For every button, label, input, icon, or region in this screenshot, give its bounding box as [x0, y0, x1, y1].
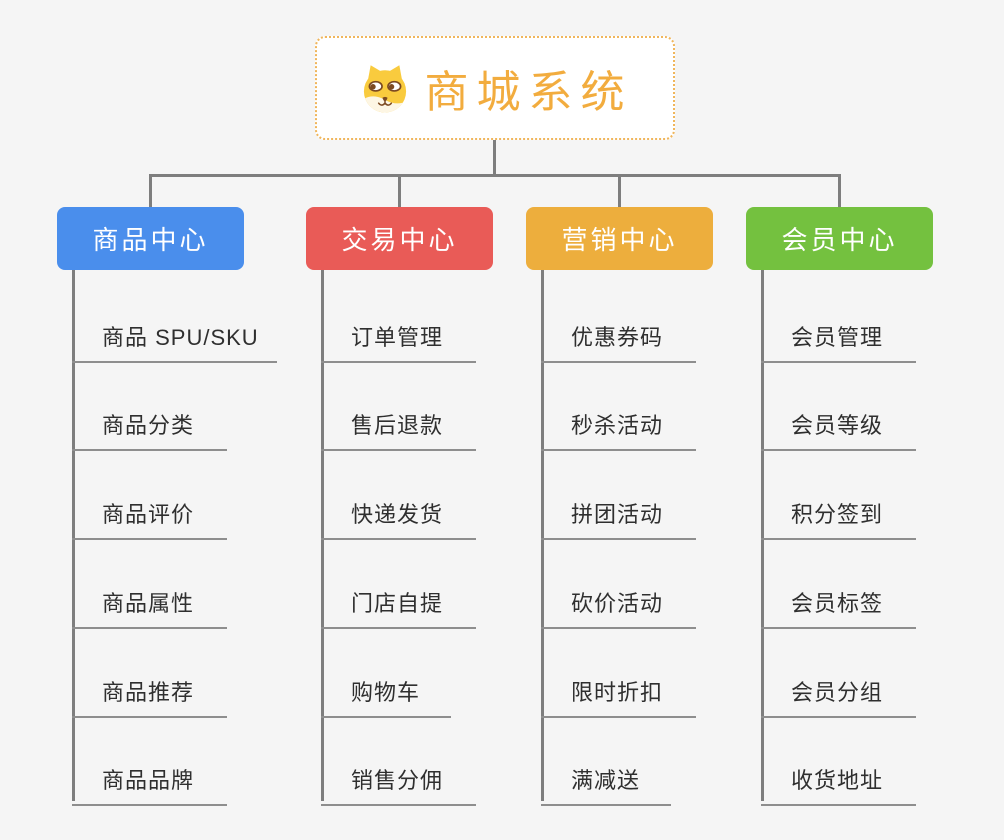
- branch-members: 会员中心 会员管理 会员等级 积分签到 会员标签 会员分组 收货地址: [746, 207, 1004, 817]
- doge-icon: [358, 61, 412, 115]
- branch-trade: 交易中心 订单管理 售后退款 快递发货 门店自提 购物车 销售分佣: [306, 207, 586, 817]
- branch-node-trade[interactable]: 交易中心: [306, 207, 493, 270]
- leaf-product-review[interactable]: 商品评价: [72, 497, 227, 540]
- branch-trunk-line: [761, 270, 764, 801]
- leaf-order-management[interactable]: 订单管理: [321, 320, 476, 363]
- leaf-product-brand[interactable]: 商品品牌: [72, 763, 227, 806]
- branch-trunk-line: [541, 270, 544, 801]
- leaf-shopping-cart[interactable]: 购物车: [321, 675, 451, 718]
- branch-node-members[interactable]: 会员中心: [746, 207, 933, 270]
- leaf-aftersale-refund[interactable]: 售后退款: [321, 408, 476, 451]
- root-title: 商城系统: [424, 68, 633, 117]
- leaf-spend-and-save[interactable]: 满减送: [541, 763, 671, 806]
- branch-marketing: 营销中心 优惠券码 秒杀活动 拼团活动 砍价活动 限时折扣 满减送: [526, 207, 806, 817]
- leaf-limited-time-discount[interactable]: 限时折扣: [541, 675, 696, 718]
- leaf-member-management[interactable]: 会员管理: [761, 320, 916, 363]
- branch-trunk-line: [321, 270, 324, 801]
- branch-node-marketing[interactable]: 营销中心: [526, 207, 713, 270]
- leaf-points-checkin[interactable]: 积分签到: [761, 497, 916, 540]
- connector-drop-marketing: [618, 174, 621, 211]
- leaf-sales-commission[interactable]: 销售分佣: [321, 763, 476, 806]
- connector-drop-products: [149, 174, 152, 211]
- leaf-shipping-address[interactable]: 收货地址: [761, 763, 916, 806]
- leaf-group-buying[interactable]: 拼团活动: [541, 497, 696, 540]
- leaf-express-shipping[interactable]: 快递发货: [321, 497, 476, 540]
- connector-root-vertical: [493, 140, 496, 176]
- leaf-product-category[interactable]: 商品分类: [72, 408, 227, 451]
- leaf-store-pickup[interactable]: 门店自提: [321, 586, 476, 629]
- leaf-coupon-codes[interactable]: 优惠券码: [541, 320, 696, 363]
- leaf-member-level[interactable]: 会员等级: [761, 408, 916, 451]
- branch-node-products[interactable]: 商品中心: [57, 207, 244, 270]
- branch-products: 商品中心 商品 SPU/SKU 商品分类 商品评价 商品属性 商品推荐 商品品牌: [57, 207, 337, 817]
- branch-trunk-line: [72, 270, 75, 801]
- leaf-product-recommend[interactable]: 商品推荐: [72, 675, 227, 718]
- connector-drop-members: [838, 174, 841, 211]
- root-node[interactable]: 商城系统: [315, 36, 675, 140]
- leaf-product-attribute[interactable]: 商品属性: [72, 586, 227, 629]
- leaf-flash-sale[interactable]: 秒杀活动: [541, 408, 696, 451]
- connector-horizontal-bus: [149, 174, 841, 177]
- leaf-member-groups[interactable]: 会员分组: [761, 675, 916, 718]
- leaf-member-tags[interactable]: 会员标签: [761, 586, 916, 629]
- leaf-bargain-activity[interactable]: 砍价活动: [541, 586, 696, 629]
- leaf-product-spu-sku[interactable]: 商品 SPU/SKU: [72, 320, 277, 363]
- connector-drop-trade: [398, 174, 401, 211]
